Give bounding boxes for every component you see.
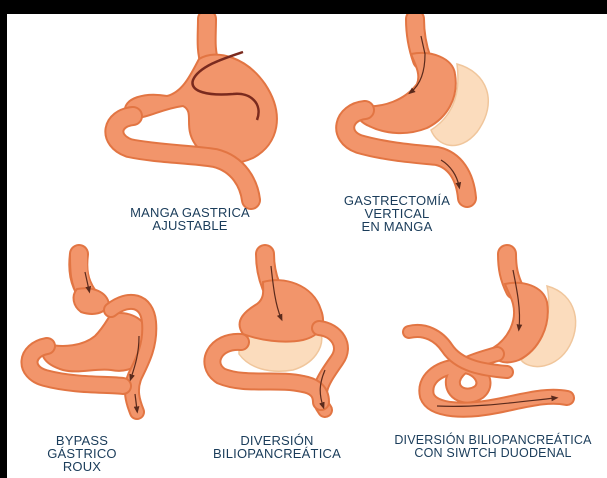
- caption-line: CON SIWTCH DUODENAL: [379, 447, 607, 460]
- caption-line: AJUSTABLE: [115, 219, 265, 232]
- illustration-manga-gastrica-ajustable: [114, 19, 277, 200]
- bariatric-diagram: [7, 14, 607, 478]
- caption-diversion-biliopancreatica: DIVERSIÓN BILIOPANCREÁTICA: [202, 434, 352, 460]
- illustration-bypass-gastrico: [29, 254, 149, 412]
- caption-gastrectomia-vertical: GASTRECTOMÍA VERTICAL EN MANGA: [342, 194, 452, 233]
- illustration-diversion-biliopancreatica: [212, 254, 341, 410]
- caption-diversion-switch: DIVERSIÓN BILIOPANCREÁTICA CON SIWTCH DU…: [379, 434, 607, 460]
- caption-line: EN MANGA: [342, 220, 452, 233]
- diagram-panel: MANGA GASTRICA AJUSTABLE GASTRECTOMÍA VE…: [7, 14, 607, 478]
- caption-bypass-gastrico: BYPASS GÁSTRICO ROUX: [37, 434, 127, 473]
- illustration-gastrectomia-vertical: [345, 19, 488, 198]
- caption-line: ROUX: [37, 460, 127, 473]
- caption-manga-gastrica-ajustable: MANGA GASTRICA AJUSTABLE: [115, 206, 265, 232]
- illustration-diversion-switch: [409, 254, 576, 410]
- caption-line: BILIOPANCREÁTICA: [202, 447, 352, 460]
